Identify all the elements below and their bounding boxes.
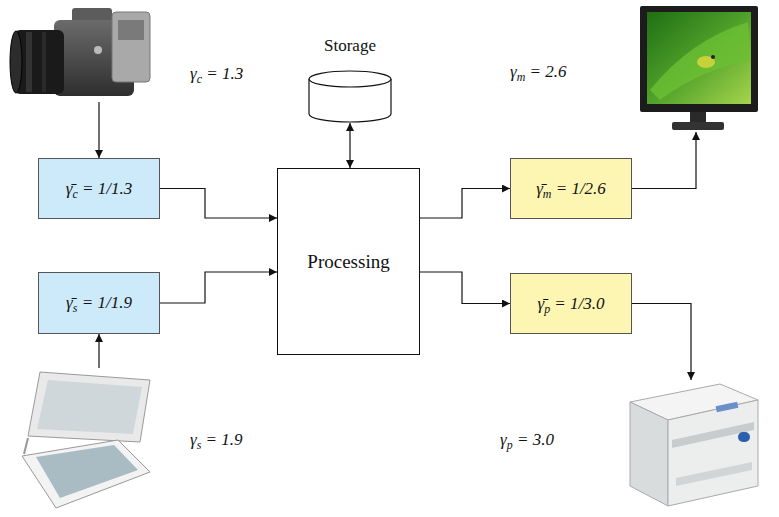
- printer-device: γp = 3.0: [622, 380, 760, 510]
- monitor-device: γm = 2.6: [632, 4, 760, 132]
- scanner-illustration: [22, 372, 150, 508]
- flow-arrow: [98, 102, 99, 158]
- storage-label: Storage: [308, 36, 392, 56]
- camera-device: γc = 1.3: [10, 4, 150, 102]
- flow-arrow: [160, 189, 277, 219]
- camera-illustration: [10, 8, 150, 96]
- storage-cylinder: [309, 71, 391, 122]
- flow-arrow: [349, 123, 350, 168]
- box-label: γ̄p = 1/3.0: [537, 294, 604, 314]
- box-label: γ̄s = 1/1.9: [66, 293, 132, 313]
- storage-node: Storage: [308, 70, 392, 123]
- flow-arrow: [420, 189, 510, 219]
- printer-illustration: [630, 384, 758, 506]
- box-label: γ̄c = 1/1.3: [66, 179, 132, 199]
- box-label: γ̄m = 1/2.6: [536, 179, 606, 199]
- gamma-label: γp = 3.0: [500, 430, 554, 450]
- gamma-label: γc = 1.3: [190, 64, 243, 84]
- output-gamma-box: γ̄p = 1/3.0: [510, 273, 632, 334]
- flow-arrow: [632, 304, 691, 381]
- flow-arrow: [420, 272, 510, 304]
- scanner-device: γs = 1.9: [20, 368, 150, 510]
- box-label: Processing: [307, 251, 389, 273]
- flow-arrow: [98, 334, 99, 368]
- output-gamma-box: γ̄m = 1/2.6: [510, 158, 632, 219]
- gamma-label: γs = 1.9: [190, 430, 243, 450]
- flow-arrow: [160, 272, 277, 303]
- flow-arrow: [632, 132, 696, 189]
- input-gamma-box: γ̄s = 1/1.9: [38, 272, 160, 334]
- monitor-illustration: [640, 6, 758, 130]
- process-box: Processing: [277, 168, 420, 355]
- gamma-label: γm = 2.6: [510, 62, 567, 82]
- input-gamma-box: γ̄c = 1/1.3: [38, 158, 160, 219]
